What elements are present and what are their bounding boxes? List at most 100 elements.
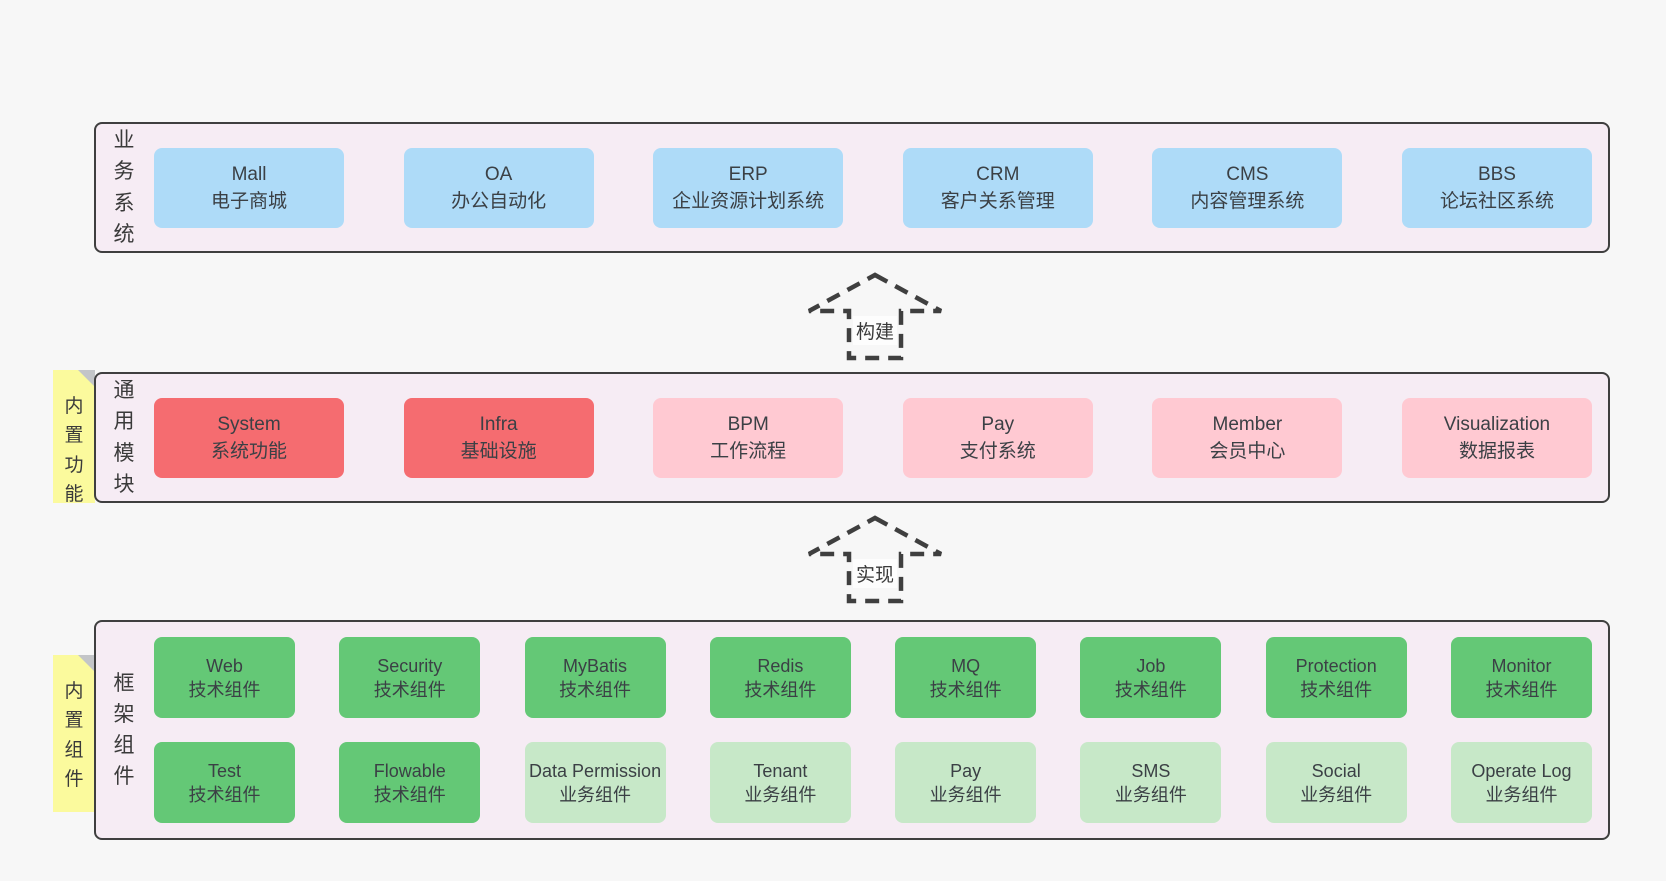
box-infra: Infra 基础设施 — [403, 397, 594, 478]
box-title-zh: 技术组件 — [1300, 679, 1373, 700]
box-title-zh: 基础设施 — [460, 440, 537, 462]
box-sms: SMS 业务组件 — [1080, 742, 1222, 823]
builtin-features-note-text: 内置功能 — [64, 396, 84, 506]
business-panel-label: 业务系统 — [113, 129, 135, 246]
business-systems-panel: 业务系统 Mall 电子商城 OA 办公自动化 ERP 企业资源计划系统 CRM… — [94, 122, 1610, 253]
box-title-en: BPM — [727, 413, 769, 435]
box-crm: CRM 客户关系管理 — [902, 147, 1093, 228]
build-arrow: 构建 — [805, 270, 945, 362]
box-pay-system: Pay 支付系统 — [902, 397, 1093, 478]
box-title-en: Social — [1311, 760, 1361, 781]
box-title-en: CMS — [1226, 163, 1269, 185]
box-security: Security 技术组件 — [339, 637, 481, 718]
box-title-en: Job — [1136, 655, 1166, 676]
box-operate-log: Operate Log 业务组件 — [1450, 742, 1592, 823]
box-title-zh: 办公自动化 — [451, 190, 547, 212]
build-arrow-label: 构建 — [852, 316, 898, 345]
box-title-zh: 技术组件 — [559, 679, 632, 700]
framework-components-panel: 框架组件 Web 技术组件 Security 技术组件 MyBatis 技术组件… — [94, 620, 1610, 840]
common-modules-panel: 通用模块 System 系统功能 Infra 基础设施 BPM 工作流程 Pay… — [94, 372, 1610, 503]
box-title-en: Security — [377, 655, 443, 676]
box-title-en: System — [217, 413, 281, 435]
box-mybatis: MyBatis 技术组件 — [524, 637, 666, 718]
box-mq: MQ 技术组件 — [895, 637, 1037, 718]
box-title-zh: 数据报表 — [1458, 440, 1535, 462]
box-mall: Mall 电子商城 — [154, 147, 344, 228]
box-title-en: Redis — [757, 655, 804, 676]
modules-panel-label: 通用模块 — [113, 379, 135, 496]
box-title-zh: 技术组件 — [1114, 679, 1187, 700]
box-title-zh: 业务组件 — [1300, 784, 1373, 805]
box-oa: OA 办公自动化 — [403, 147, 594, 228]
box-title-zh: 电子商城 — [210, 190, 287, 212]
business-boxes-row: Mall 电子商城 OA 办公自动化 ERP 企业资源计划系统 CRM 客户关系… — [146, 147, 1608, 228]
box-title-zh: 技术组件 — [929, 679, 1002, 700]
box-title-en: Infra — [479, 413, 518, 435]
note-fold-corner-icon — [78, 655, 95, 672]
note-fold-corner-icon — [78, 370, 95, 387]
box-title-en: Data Permission — [529, 760, 662, 781]
box-title-en: Mall — [231, 163, 267, 185]
box-title-zh: 客户关系管理 — [940, 190, 1055, 212]
box-test: Test 技术组件 — [154, 742, 295, 823]
box-title-en: Test — [207, 760, 241, 781]
box-title-zh: 技术组件 — [188, 784, 261, 805]
box-title-zh: 业务组件 — [559, 784, 632, 805]
box-title-en: Visualization — [1443, 413, 1551, 435]
box-title-en: SMS — [1131, 760, 1171, 781]
box-title-en: Protection — [1295, 655, 1377, 676]
box-flowable: Flowable 技术组件 — [339, 742, 481, 823]
box-title-en: Pay — [950, 760, 982, 781]
box-title-en: Monitor — [1491, 655, 1552, 676]
components-panel-label: 框架组件 — [113, 671, 135, 789]
modules-boxes-row: System 系统功能 Infra 基础设施 BPM 工作流程 Pay 支付系统… — [146, 397, 1608, 478]
box-title-zh: 技术组件 — [373, 784, 446, 805]
box-title-en: Web — [206, 655, 243, 676]
box-redis: Redis 技术组件 — [709, 637, 851, 718]
box-title-zh: 系统功能 — [210, 440, 287, 462]
box-title-zh: 业务组件 — [744, 784, 817, 805]
up-arrow-icon — [807, 272, 943, 361]
box-title-zh: 论坛社区系统 — [1439, 190, 1554, 212]
box-tenant: Tenant 业务组件 — [709, 742, 851, 823]
box-bbs: BBS 论坛社区系统 — [1401, 147, 1592, 228]
builtin-components-note: 内置组件 — [53, 655, 95, 812]
box-monitor: Monitor 技术组件 — [1450, 637, 1592, 718]
components-boxes-grid: Web 技术组件 Security 技术组件 MyBatis 技术组件 Redi… — [146, 620, 1608, 840]
box-title-zh: 会员中心 — [1209, 440, 1286, 462]
box-title-en: ERP — [728, 163, 768, 185]
implement-arrow-label: 实现 — [852, 559, 898, 588]
box-title-en: Operate Log — [1471, 760, 1572, 781]
box-title-zh: 技术组件 — [188, 679, 261, 700]
up-arrow-icon — [807, 515, 943, 604]
box-title-zh: 业务组件 — [1114, 784, 1187, 805]
box-title-zh: 业务组件 — [1485, 784, 1558, 805]
builtin-features-note: 内置功能 — [53, 370, 95, 505]
box-bpm: BPM 工作流程 — [653, 397, 844, 478]
box-cms: CMS 内容管理系统 — [1152, 147, 1343, 228]
box-social: Social 业务组件 — [1265, 742, 1407, 823]
box-title-zh: 业务组件 — [929, 784, 1002, 805]
builtin-components-note-text: 内置组件 — [64, 681, 84, 791]
box-erp: ERP 企业资源计划系统 — [653, 147, 844, 228]
box-title-zh: 工作流程 — [710, 440, 787, 462]
box-title-en: Tenant — [753, 760, 808, 781]
box-title-en: BBS — [1477, 163, 1516, 185]
box-web: Web 技术组件 — [154, 637, 295, 718]
implement-arrow: 实现 — [805, 513, 945, 605]
box-title-en: OA — [484, 163, 513, 185]
box-title-en: Pay — [981, 413, 1015, 435]
box-protection: Protection 技术组件 — [1265, 637, 1407, 718]
box-job: Job 技术组件 — [1080, 637, 1222, 718]
box-title-en: Flowable — [373, 760, 446, 781]
box-title-zh: 支付系统 — [959, 440, 1036, 462]
box-pay-biz: Pay 业务组件 — [895, 742, 1037, 823]
box-data-permission: Data Permission 业务组件 — [524, 742, 666, 823]
box-visualization: Visualization 数据报表 — [1401, 397, 1592, 478]
box-title-zh: 企业资源计划系统 — [672, 190, 825, 212]
components-row-2: Test 技术组件 Flowable 技术组件 Data Permission … — [154, 742, 1592, 823]
components-row-1: Web 技术组件 Security 技术组件 MyBatis 技术组件 Redi… — [154, 637, 1592, 718]
box-title-zh: 内容管理系统 — [1190, 190, 1305, 212]
box-title-en: CRM — [976, 163, 1020, 185]
box-title-zh: 技术组件 — [373, 679, 446, 700]
